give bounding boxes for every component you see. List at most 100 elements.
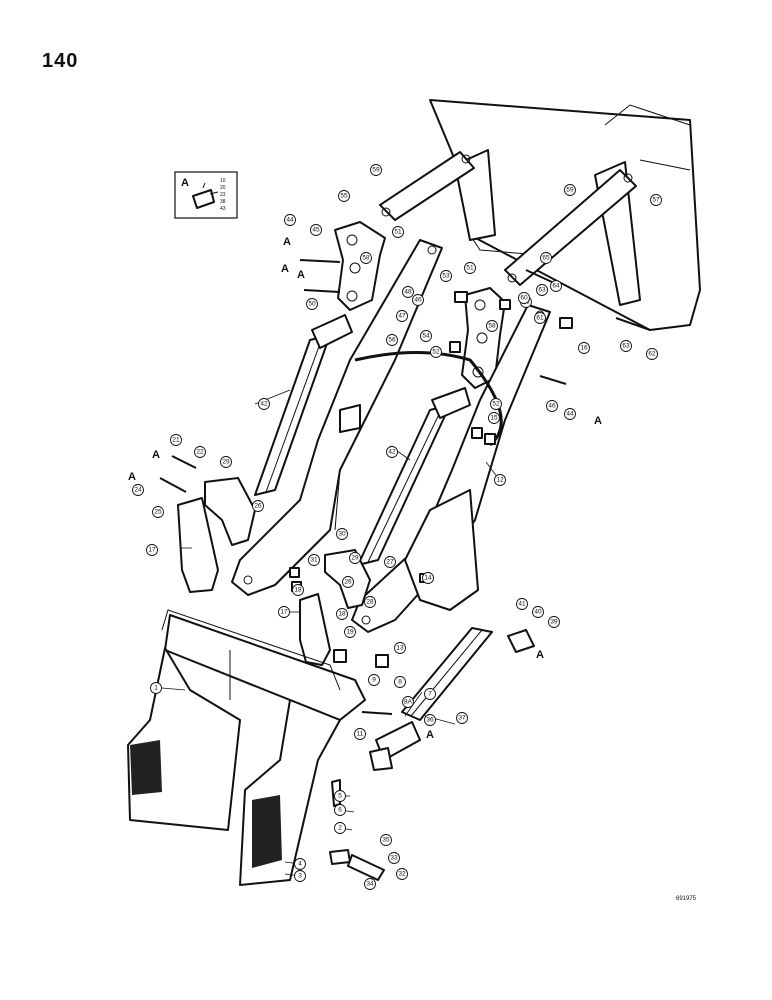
part-callout: 25	[152, 506, 164, 518]
part-callout: 48	[402, 286, 414, 298]
part-callout: 18	[292, 584, 304, 596]
part-callout-number: 53	[442, 273, 450, 280]
inset-code: 10	[220, 178, 226, 184]
part-callout: 29	[349, 552, 361, 564]
reference-a: A	[283, 236, 291, 248]
part-callout: 52	[430, 346, 442, 358]
part-callout: 55	[338, 190, 350, 202]
part-callout: 40	[532, 606, 544, 618]
part-callout-number: 18	[338, 611, 346, 618]
part-callout: 9	[368, 674, 380, 686]
part-callout-number: 4	[298, 861, 302, 868]
part-callout: 42	[386, 446, 398, 458]
lower-link-right	[299, 593, 331, 666]
part-callout: 59	[370, 164, 382, 176]
part-callout-number: 17	[280, 609, 288, 616]
part-callout-number: 42	[260, 401, 268, 408]
inset-code: 20	[220, 185, 226, 191]
bracket-left	[204, 477, 256, 546]
hydraulic-line	[354, 351, 503, 447]
part-callout-number: 25	[154, 509, 162, 516]
page-number: 140	[42, 50, 79, 72]
part-callout-number: 28	[366, 599, 374, 606]
part-callout: 33	[388, 852, 400, 864]
part-callout: 7	[424, 688, 436, 700]
bucket-cylinder	[369, 627, 493, 771]
part-callout-number: 56	[388, 337, 396, 344]
part-callout-number: 65	[542, 255, 550, 262]
part-callout: 31	[308, 554, 320, 566]
part-callout: 61	[534, 312, 546, 324]
cross-tube	[339, 404, 361, 433]
part-callout: 32	[396, 868, 408, 880]
part-callout: 57	[650, 194, 662, 206]
part-callout-number: 41	[518, 601, 526, 608]
part-callout-number: 45	[312, 227, 320, 234]
part-callout-number: 52	[492, 401, 500, 408]
part-callout: 6	[334, 804, 346, 816]
part-callout-number: 46	[548, 403, 556, 410]
reference-a: A	[281, 263, 289, 275]
part-callout-number: 29	[222, 459, 230, 466]
callout-labels: 123456788A911121314151617171818192122242…	[132, 164, 662, 890]
part-callout: 26	[342, 576, 354, 588]
part-callout: 3	[294, 870, 306, 882]
bucket-link-left	[379, 151, 475, 221]
part-callout-number: 12	[496, 477, 504, 484]
part-callout-number: 16	[580, 345, 588, 352]
part-callout-number: 61	[536, 315, 544, 322]
part-callout-number: 60	[520, 295, 528, 302]
lower-link-left	[177, 497, 219, 593]
part-callout-number: 54	[422, 333, 430, 340]
part-callout: 47	[396, 310, 408, 322]
part-callout: 46	[546, 400, 558, 412]
part-callout: 63	[620, 340, 632, 352]
part-callout: 51	[392, 226, 404, 238]
part-callout: 26	[252, 500, 264, 512]
part-callout: 8	[394, 676, 406, 688]
reference-a: A	[297, 269, 305, 281]
part-callout: 17	[278, 606, 290, 618]
drawing-code: 691975	[676, 896, 697, 902]
part-callout-number: 9	[372, 677, 376, 684]
part-callout-number: 40	[534, 609, 542, 616]
reference-a: A	[128, 471, 136, 483]
part-callout: 44	[564, 408, 576, 420]
part-callout: 52	[490, 398, 502, 410]
part-callout-number: 34	[366, 881, 374, 888]
part-callout-number: 50	[308, 301, 316, 308]
part-callout-number: 39	[550, 619, 558, 626]
part-callout: 2	[334, 822, 346, 834]
part-callout-number: 29	[351, 555, 359, 562]
part-callout: 28	[364, 596, 376, 608]
part-callout: 14	[422, 572, 434, 584]
part-callout-number: 8A	[404, 699, 413, 706]
lift-cylinder-left	[254, 314, 353, 496]
part-callout: 56	[386, 334, 398, 346]
part-callout: 59	[564, 184, 576, 196]
part-callout: 58	[486, 320, 498, 332]
bucket-link-right	[504, 169, 637, 286]
part-callout: 13	[394, 642, 406, 654]
part-callout-number: 57	[652, 197, 660, 204]
part-callout: 1	[150, 682, 162, 694]
loader-arm-left	[231, 239, 443, 596]
part-callout: 51	[464, 262, 476, 274]
part-callout-number: 58	[488, 323, 496, 330]
reference-a: A	[594, 415, 602, 427]
part-callout: 8A	[402, 696, 414, 708]
part-callout-number: 24	[134, 487, 142, 494]
part-callout-number: 13	[396, 645, 404, 652]
inset-label: A	[181, 177, 189, 189]
part-callout-number: 1	[154, 685, 158, 692]
part-callout-number: 3	[298, 873, 302, 880]
part-callout-number: 26	[254, 503, 262, 510]
part-callout: 35	[380, 834, 392, 846]
part-callout: 64	[550, 280, 562, 292]
part-callout-number: 19	[346, 629, 354, 636]
reference-a: A	[426, 729, 434, 741]
part-callout-number: 22	[196, 449, 204, 456]
part-callout-number: 5	[338, 793, 342, 800]
part-callout: 50	[306, 298, 318, 310]
